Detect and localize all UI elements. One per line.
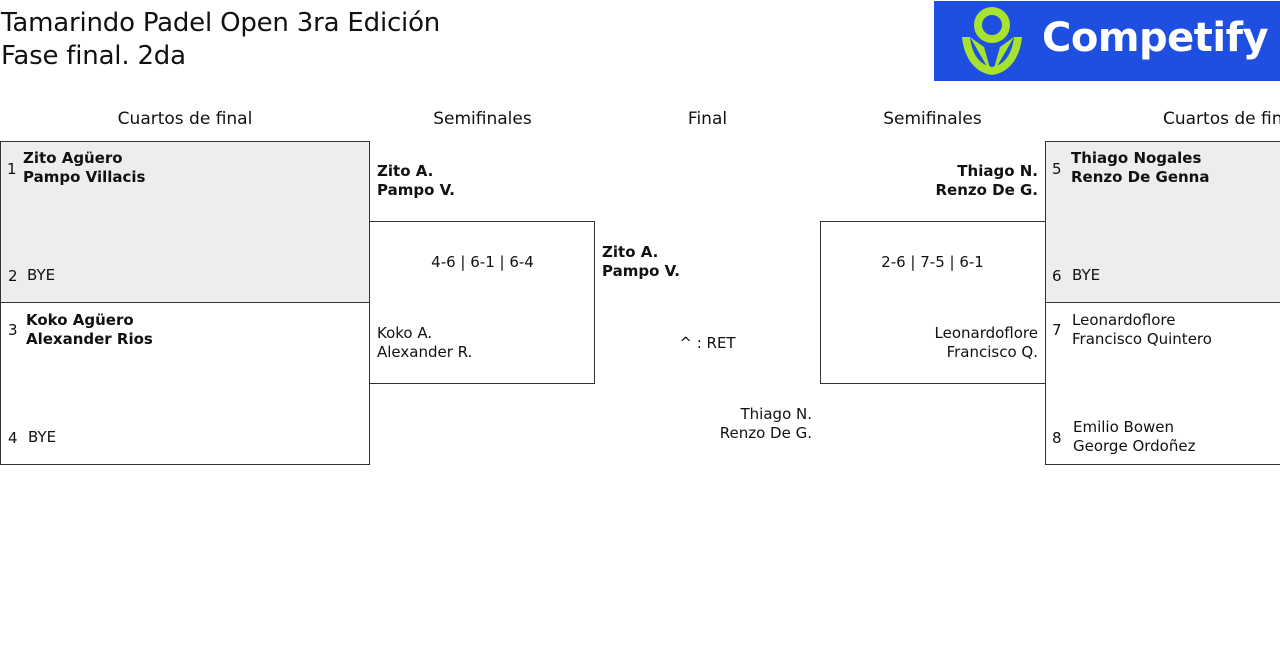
seed-number: 6 xyxy=(1052,267,1062,285)
bye-label: BYE xyxy=(27,266,56,284)
team-player-1: Leonardoflore xyxy=(1072,311,1176,329)
seed-number: 3 xyxy=(8,321,18,339)
final-team-bottom-player-1: Thiago N. xyxy=(740,405,812,423)
match-score: 4-6 | 6-1 | 6-4 xyxy=(431,253,534,271)
semifinal-winner-player-1: Thiago N. xyxy=(957,162,1038,180)
match-score: 2-6 | 7-5 | 6-1 xyxy=(881,253,984,271)
seed-number: 1 xyxy=(7,160,17,178)
quarterfinal-match-1 xyxy=(0,141,370,303)
final-team-top-player-1: Zito A. xyxy=(602,243,659,261)
semifinal-winner-player-2: Pampo V. xyxy=(377,181,455,199)
round-header-left-quarters: Cuartos de final xyxy=(117,109,253,129)
logo-text: Competify xyxy=(1042,15,1269,61)
semifinal-loser-player-2: Alexander R. xyxy=(377,343,473,361)
seed-number: 5 xyxy=(1052,160,1062,178)
semifinal-loser-player-1: Koko A. xyxy=(377,324,433,342)
seed-number: 8 xyxy=(1052,429,1062,447)
phase-subtitle: Fase final. 2da xyxy=(1,41,186,71)
bye-label: BYE xyxy=(28,428,57,446)
team-player-1: Thiago Nogales xyxy=(1071,149,1202,167)
team-player-1: Emilio Bowen xyxy=(1073,418,1175,436)
seed-number: 2 xyxy=(8,267,18,285)
tournament-title: Tamarindo Padel Open 3ra Edición xyxy=(1,8,441,38)
quarterfinal-match-4 xyxy=(1045,302,1280,465)
semifinal-winner-player-1: Zito A. xyxy=(377,162,434,180)
team-player-2: Francisco Quintero xyxy=(1072,330,1212,348)
seed-number: 4 xyxy=(8,429,18,447)
round-header-left-semis: Semifinales xyxy=(433,109,532,129)
bye-label: BYE xyxy=(1072,266,1101,284)
quarterfinal-match-3 xyxy=(1045,141,1280,303)
retirement-note: ^ : RET xyxy=(679,334,736,352)
team-player-1: Koko Agüero xyxy=(26,311,134,329)
semifinal-loser-player-1: Leonardoflore xyxy=(934,324,1039,342)
final-team-bottom-player-2: Renzo De G. xyxy=(719,424,812,442)
round-header-right-semis: Semifinales xyxy=(883,109,982,129)
seed-number: 7 xyxy=(1052,321,1062,339)
person-figure-icon xyxy=(962,7,1022,75)
round-header-final: Final xyxy=(687,109,728,129)
semifinal-loser-player-2: Francisco Q. xyxy=(946,343,1038,361)
team-player-2: George Ordoñez xyxy=(1073,437,1196,455)
competify-logo: Competify xyxy=(934,1,1280,81)
team-player-2: Renzo De Genna xyxy=(1071,168,1210,186)
semifinal-winner-player-2: Renzo De G. xyxy=(935,181,1038,199)
team-player-1: Zito Agüero xyxy=(23,149,123,167)
final-team-top-player-2: Pampo V. xyxy=(602,262,680,280)
round-header-right-quarters: Cuartos de fin xyxy=(1163,109,1280,129)
semifinal-match-left xyxy=(369,221,595,384)
team-player-2: Alexander Rios xyxy=(26,330,153,348)
team-player-2: Pampo Villacis xyxy=(23,168,146,186)
